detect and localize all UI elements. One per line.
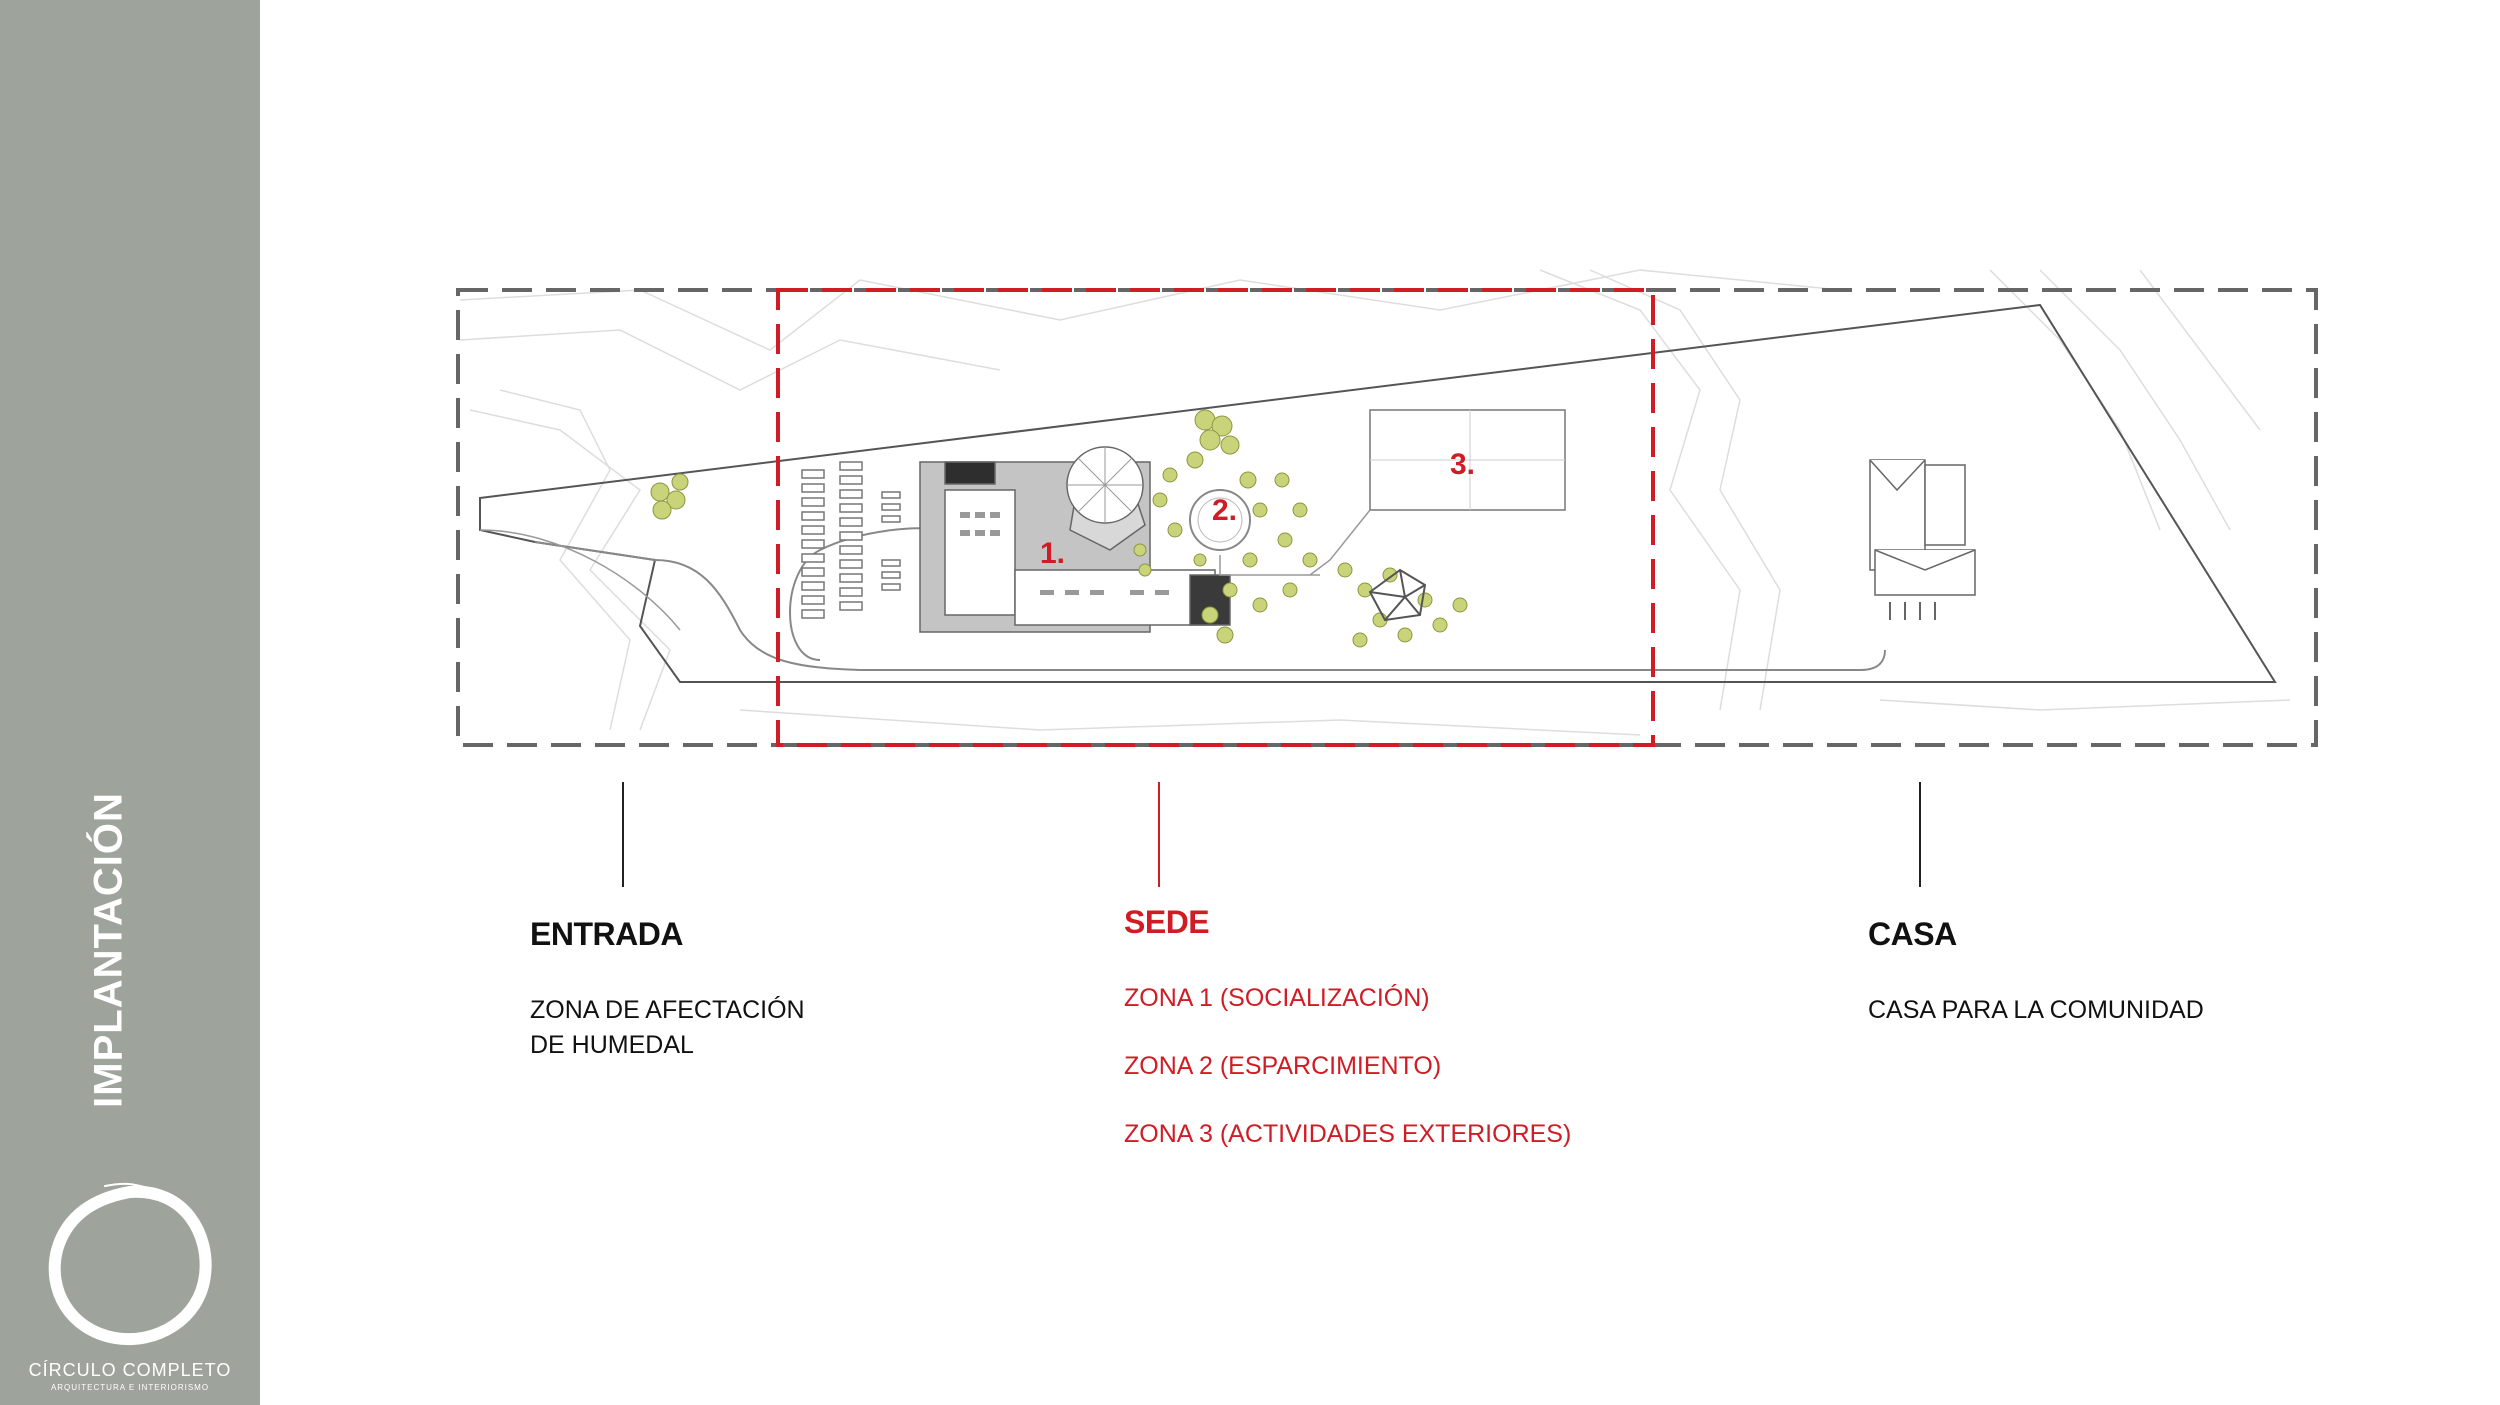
zone-2-label: 2. bbox=[1212, 494, 1237, 527]
site-plan: 1. 2. 3. bbox=[456, 269, 2318, 747]
entry-road bbox=[534, 541, 1886, 671]
zone-3-label: 3. bbox=[1450, 448, 1475, 481]
zone-2-plaza bbox=[1189, 489, 1251, 551]
building-details bbox=[960, 512, 1169, 595]
play-structure bbox=[1368, 568, 1427, 622]
sede-zone-2: ZONA 2 (ESPARCIMIENTO) bbox=[1124, 1052, 1442, 1080]
logo-tagline: ARQUITECTURA E INTERIORISMO bbox=[50, 1383, 210, 1392]
parking-loop bbox=[789, 527, 941, 661]
casa-heading: CASA bbox=[1868, 916, 1957, 952]
sidebar: IMPLANTACIÓN CÍRCULO COMPLETO ARQUITECTU… bbox=[0, 0, 260, 1405]
tree-clump-entrada bbox=[650, 473, 689, 520]
main-building bbox=[919, 446, 1231, 633]
casa-leader-line bbox=[1919, 782, 1921, 887]
logo-name: CÍRCULO COMPLETO bbox=[28, 1360, 232, 1380]
entrada-description-line-2: DE HUMEDAL bbox=[530, 1031, 694, 1059]
sede-zone-boundary bbox=[776, 288, 1655, 747]
circle-logo-icon bbox=[48, 1182, 212, 1346]
sede-zone-1: ZONA 1 (SOCIALIZACIÓN) bbox=[1124, 984, 1430, 1012]
casa-description: CASA PARA LA COMUNIDAD bbox=[1868, 996, 2204, 1024]
entrada-zone-boundary bbox=[456, 288, 2318, 747]
entrada-heading: ENTRADA bbox=[530, 916, 683, 952]
site-boundary bbox=[479, 303, 2277, 683]
page-title: IMPLANTACIÓN bbox=[86, 792, 131, 1108]
entrada-description-line-1: ZONA DE AFECTACIÓN bbox=[530, 996, 805, 1024]
parking-stalls bbox=[801, 461, 901, 619]
contour-lines bbox=[459, 269, 2291, 736]
zone-3-field bbox=[1369, 409, 1566, 511]
zone-1-label: 1. bbox=[1040, 537, 1065, 570]
community-house bbox=[1869, 459, 1976, 620]
sede-zone-3: ZONA 3 (ACTIVIDADES EXTERIORES) bbox=[1124, 1120, 1572, 1148]
sede-heading: SEDE bbox=[1124, 904, 1210, 940]
entrada-leader-line bbox=[622, 782, 624, 887]
sede-leader-line bbox=[1158, 782, 1160, 887]
